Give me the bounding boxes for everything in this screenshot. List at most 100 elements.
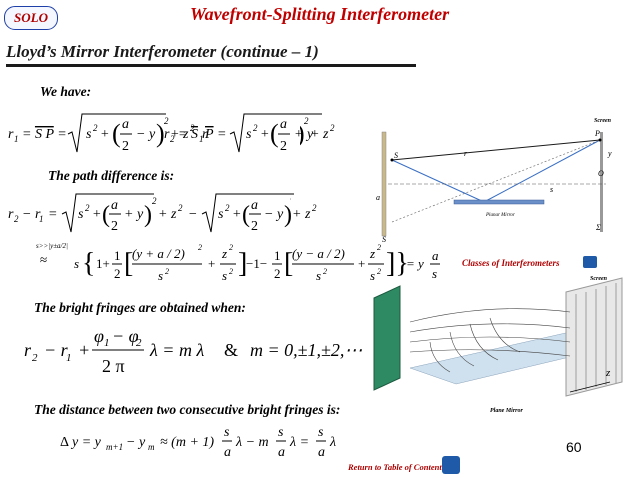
svg-text:λ = m λ: λ = m λ bbox=[149, 340, 204, 360]
svg-text:2: 2 bbox=[85, 203, 90, 213]
svg-text:1: 1 bbox=[104, 337, 110, 349]
svg-text:+: + bbox=[208, 256, 215, 271]
screen-label-3d: Screen bbox=[590, 276, 608, 282]
svg-text:2: 2 bbox=[178, 203, 183, 213]
svg-text:=: = bbox=[48, 207, 57, 222]
svg-text:m+1: m+1 bbox=[106, 442, 123, 452]
svg-text:a: a bbox=[111, 198, 118, 213]
svg-text:s: s bbox=[78, 207, 84, 222]
svg-text:=: = bbox=[217, 127, 226, 142]
svg-text:2: 2 bbox=[165, 267, 169, 276]
svg-text:≈ (m + 1): ≈ (m + 1) bbox=[160, 435, 214, 450]
subtitle-underline bbox=[6, 64, 416, 67]
direct-ray bbox=[391, 139, 601, 161]
svg-text:a: a bbox=[278, 445, 285, 460]
svg-text:(y + a / 2): (y + a / 2) bbox=[132, 246, 185, 261]
svg-text:2: 2 bbox=[251, 219, 258, 234]
incident-ray bbox=[391, 159, 485, 203]
svg-text:+: + bbox=[100, 127, 109, 142]
svg-text:(: ( bbox=[102, 202, 110, 228]
svg-text:]: ] bbox=[238, 248, 247, 279]
return-to-toc-link[interactable]: Return to Table of Content bbox=[348, 462, 442, 472]
planar-mirror-label: Planar Mirror bbox=[485, 213, 515, 218]
label-r1: r bbox=[464, 149, 468, 158]
svg-text:λ − m: λ − m bbox=[235, 435, 269, 450]
label-S: S bbox=[394, 151, 398, 160]
svg-text:1: 1 bbox=[39, 214, 44, 224]
svg-text:2: 2 bbox=[198, 243, 202, 252]
svg-text:1: 1 bbox=[199, 134, 204, 144]
svg-text:2: 2 bbox=[330, 123, 335, 133]
svg-text:s: s bbox=[246, 127, 252, 142]
svg-text:a: a bbox=[224, 445, 231, 460]
svg-text:m: m bbox=[148, 442, 155, 452]
label-y: y bbox=[607, 149, 612, 158]
svg-text:+ z: + z bbox=[310, 127, 329, 142]
label-bright-fringes: The bright fringes are obtained when: bbox=[34, 300, 246, 315]
source-plate bbox=[373, 285, 401, 391]
svg-text:s: s bbox=[218, 207, 224, 222]
svg-text:z: z bbox=[221, 246, 227, 261]
svg-text:2: 2 bbox=[290, 196, 291, 206]
svg-text:2: 2 bbox=[280, 139, 287, 154]
label-sigma: Σ bbox=[595, 223, 601, 232]
svg-text:2: 2 bbox=[253, 123, 258, 133]
svg-text:a: a bbox=[122, 117, 129, 132]
svg-text:−1−: −1− bbox=[246, 256, 267, 271]
label-O: O bbox=[598, 169, 604, 178]
svg-text:a: a bbox=[318, 445, 325, 460]
svg-text:2: 2 bbox=[229, 267, 233, 276]
svg-text:a: a bbox=[432, 248, 439, 263]
svg-text:r: r bbox=[8, 127, 14, 142]
svg-text:s: s bbox=[86, 127, 92, 142]
svg-text:z: z bbox=[369, 246, 375, 261]
svg-text:+: + bbox=[92, 207, 101, 222]
svg-text:1: 1 bbox=[114, 248, 121, 263]
label-a: a bbox=[376, 193, 380, 202]
svg-text:+ y: + y bbox=[294, 127, 314, 142]
classes-nav-icon[interactable] bbox=[583, 256, 597, 268]
label-z: z bbox=[605, 367, 611, 379]
svg-text:s: s bbox=[222, 268, 227, 283]
svg-text:= S: = S bbox=[178, 127, 198, 142]
svg-text:= y: = y bbox=[406, 256, 424, 271]
lloyd-mirror-3d-diagram: Screen z Plane Mirror bbox=[373, 276, 623, 414]
svg-text:2: 2 bbox=[14, 214, 19, 224]
svg-text:r: r bbox=[8, 207, 14, 222]
label-S1: S bbox=[382, 235, 386, 242]
path-difference-tail: 2 + z2 bbox=[290, 196, 317, 222]
svg-text:2: 2 bbox=[190, 123, 195, 133]
svg-text:− φ: − φ bbox=[112, 326, 139, 346]
svg-text:s: s bbox=[318, 425, 324, 440]
screen-label: Screen bbox=[594, 118, 612, 124]
classes-of-interferometers-link[interactable]: Classes of Interferometers bbox=[462, 258, 560, 268]
svg-text:+: + bbox=[260, 127, 269, 142]
return-nav-icon[interactable] bbox=[442, 456, 460, 474]
svg-text:{: { bbox=[82, 248, 95, 279]
svg-text:): ) bbox=[156, 119, 165, 148]
svg-text:λ: λ bbox=[329, 435, 336, 450]
svg-text:]}: ]} bbox=[386, 248, 409, 279]
svg-text:a: a bbox=[280, 117, 287, 132]
svg-text:− y: − y bbox=[126, 435, 146, 450]
svg-text:[: [ bbox=[284, 248, 293, 279]
page-number: 60 bbox=[566, 439, 582, 455]
r2-equation-tail: ) 2 + z2 bbox=[300, 116, 335, 148]
svg-text:− r: − r bbox=[44, 340, 69, 360]
svg-text:1: 1 bbox=[274, 248, 281, 263]
svg-text:r: r bbox=[202, 127, 208, 142]
svg-text:2: 2 bbox=[304, 116, 309, 126]
svg-text:[: [ bbox=[124, 248, 133, 279]
svg-text:+: + bbox=[78, 340, 90, 360]
label-s: s bbox=[550, 185, 553, 194]
label-path-difference: The path difference is: bbox=[48, 168, 175, 183]
svg-text:2: 2 bbox=[114, 266, 121, 281]
svg-text:+: + bbox=[358, 256, 365, 271]
svg-text:r: r bbox=[164, 127, 170, 142]
source-slit bbox=[381, 131, 387, 237]
svg-text:2: 2 bbox=[152, 196, 157, 206]
